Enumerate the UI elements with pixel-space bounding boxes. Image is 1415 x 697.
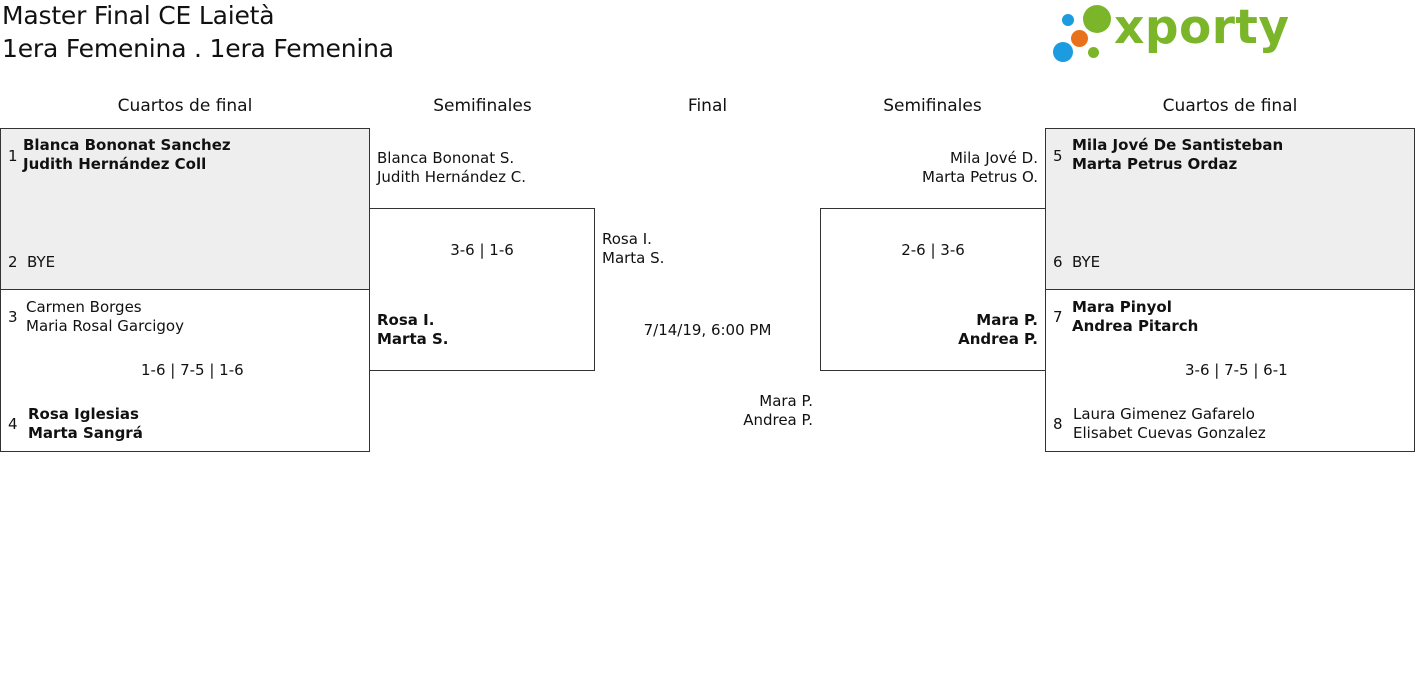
seed-number: 7: [1053, 308, 1063, 326]
seed-number: 1: [8, 147, 18, 165]
logo-dot-green-large: [1083, 5, 1111, 33]
logo-dot-orange: [1071, 30, 1088, 47]
player-name: Mara Pinyol: [1072, 298, 1172, 316]
column-heading-semifinals-right: Semifinales: [883, 96, 982, 116]
column-heading-semifinals-left: Semifinales: [433, 96, 532, 116]
column-heading-quarterfinals-right: Cuartos de final: [1162, 96, 1298, 116]
player-name: Marta S.: [377, 330, 449, 348]
player-name: Rosa Iglesias: [28, 405, 139, 423]
match-score: 3-6 | 7-5 | 6-1: [1185, 361, 1288, 379]
team-player-name: Blanca Bononat S.: [377, 149, 515, 167]
team-player-name: Andrea P.: [743, 411, 813, 429]
quarterfinal-match-1[interactable]: 1 Blanca Bononat Sanchez Judith Hernánde…: [0, 128, 370, 290]
player-name: Rosa I.: [377, 311, 435, 329]
player-name: Mara P.: [976, 311, 1038, 329]
logo-dot-blue-small: [1062, 14, 1074, 26]
player-name: Judith Hernández Coll: [23, 155, 207, 173]
seed-number: 6: [1053, 253, 1063, 271]
seed-number: 8: [1053, 415, 1063, 433]
team-player-name: Mila Jové D.: [949, 149, 1038, 167]
seed-number: 5: [1053, 147, 1063, 165]
final-left-team: Rosa I. Marta S.: [602, 230, 802, 270]
player-name: Andrea P.: [958, 330, 1038, 348]
bracket-page: Master Final CE Laietà 1era Femenina . 1…: [0, 0, 1415, 452]
seed-number: 3: [8, 308, 18, 326]
seed-number: 4: [8, 415, 18, 433]
xporty-logo: xporty: [1048, 0, 1289, 68]
player-name: Blanca Bononat Sanchez: [23, 136, 231, 154]
bye-label: BYE: [1072, 253, 1101, 271]
column-heading-quarterfinals-left: Cuartos de final: [117, 96, 253, 116]
player-name: Mila Jové De Santisteban: [1072, 136, 1284, 154]
match-score: 3-6 | 1-6: [450, 241, 514, 259]
quarterfinal-match-4[interactable]: 7 Mara Pinyol Andrea Pitarch 3-6 | 7-5 |…: [1045, 289, 1415, 452]
player-name: Laura Gimenez Gafarelo: [1073, 405, 1255, 423]
quarterfinal-match-3[interactable]: 5 Mila Jové De Santisteban Marta Petrus …: [1045, 128, 1415, 290]
player-name: Marta Petrus Ordaz: [1072, 155, 1238, 173]
column-heading-final: Final: [687, 96, 728, 116]
bye-label: BYE: [27, 253, 56, 271]
team-player-name: Judith Hernández C.: [377, 168, 527, 186]
logo-dot-blue-large: [1053, 42, 1073, 62]
logo-wordmark: xporty: [1114, 0, 1290, 55]
semifinal-right-match[interactable]: 2-6 | 3-6 Mara P. Andrea P.: [820, 208, 1046, 371]
match-score: 1-6 | 7-5 | 1-6: [141, 361, 244, 379]
player-name: Carmen Borges: [26, 298, 142, 316]
final-right-team: Mara P. Andrea P.: [613, 392, 813, 432]
match-score: 2-6 | 3-6: [901, 241, 965, 259]
final-datetime: 7/14/19, 6:00 PM: [643, 321, 772, 339]
semifinal-left-match[interactable]: 3-6 | 1-6 Rosa I. Marta S.: [369, 208, 595, 371]
player-name: Maria Rosal Garcigoy: [26, 317, 184, 335]
team-player-name: Mara P.: [759, 392, 813, 410]
player-name: Marta Sangrá: [28, 424, 143, 442]
logo-dot-green-small: [1088, 47, 1099, 58]
team-player-name: Marta Petrus O.: [922, 168, 1038, 186]
player-name: Elisabet Cuevas Gonzalez: [1073, 424, 1266, 442]
seed-number: 2: [8, 253, 18, 271]
page-title: Master Final CE Laietà: [2, 1, 275, 30]
page-subtitle: 1era Femenina . 1era Femenina: [2, 34, 394, 63]
semifinal-left-top-team: Blanca Bononat S. Judith Hernández C.: [377, 149, 587, 189]
team-player-name: Rosa I.: [602, 230, 652, 248]
team-player-name: Marta S.: [602, 249, 665, 267]
quarterfinal-match-2[interactable]: 3 Carmen Borges Maria Rosal Garcigoy 1-6…: [0, 289, 370, 452]
semifinal-right-top-team: Mila Jové D. Marta Petrus O.: [828, 149, 1038, 189]
player-name: Andrea Pitarch: [1072, 317, 1199, 335]
